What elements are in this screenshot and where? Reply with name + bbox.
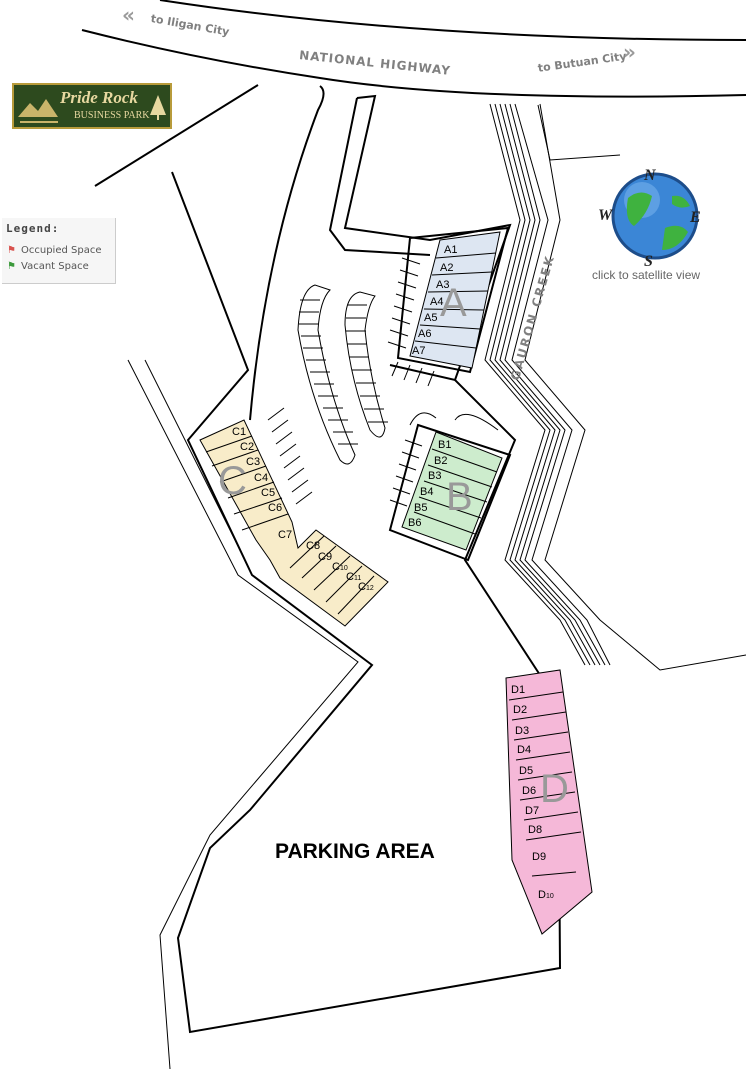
unit-d7[interactable]: D7 — [525, 805, 539, 817]
unit-c4[interactable]: C4 — [254, 472, 268, 484]
legend-occupied: ⚑Occupied Space — [7, 245, 102, 256]
unit-b3[interactable]: B3 — [428, 470, 441, 482]
unit-a1[interactable]: A1 — [444, 244, 457, 256]
unit-c12[interactable]: C12 — [358, 581, 374, 593]
logo-subtitle: BUSINESS PARK — [74, 110, 150, 121]
ne-building — [537, 104, 621, 161]
west-lot-boundary — [94, 84, 259, 187]
logo-title: Pride Rock — [60, 88, 138, 107]
unit-c5[interactable]: C5 — [261, 487, 275, 499]
zone-a-dividers — [414, 252, 497, 349]
zone-d-units: D1 D2 D3 D4 D5 D6 D7 D8 D9 D10 — [511, 684, 554, 901]
legend-title: Legend: — [6, 222, 60, 235]
unit-d3[interactable]: D3 — [515, 725, 529, 737]
compass-s: S — [644, 253, 653, 270]
zone-c-units: C1 C2 C3 C4 C5 C6 C7 C8 C9 C10 C11 C12 — [232, 426, 374, 593]
unit-d8[interactable]: D8 — [528, 824, 542, 836]
zone-a-units: A1 A2 A3 A4 A5 A6 A7 — [412, 244, 457, 357]
parking-area-label: PARKING AREA — [275, 840, 435, 863]
unit-c3[interactable]: C3 — [246, 456, 260, 468]
zone-d-dividers — [508, 691, 582, 877]
zone-c-dividers — [205, 435, 375, 615]
unit-c2[interactable]: C2 — [240, 441, 254, 453]
unit-c11[interactable]: C11 — [346, 571, 361, 583]
compass-e: E — [689, 209, 701, 226]
west-inner-road — [171, 171, 562, 1034]
zone-a — [409, 231, 501, 369]
west-outer-road — [127, 359, 359, 1069]
zone-b-dividers — [413, 448, 498, 535]
highway-south-edge — [81, 29, 746, 98]
satellite-view-link[interactable] — [590, 160, 720, 285]
tree-logo-icon — [150, 95, 166, 120]
west-outer-road-2 — [144, 359, 246, 561]
legend-vacant: ⚑Vacant Space — [7, 261, 89, 272]
zone-c-letter: C — [218, 459, 247, 503]
unit-a5[interactable]: A5 — [424, 312, 437, 324]
compass-n: N — [643, 167, 657, 184]
unit-d4[interactable]: D4 — [517, 744, 531, 756]
red-flag-icon: ⚑ — [7, 245, 16, 256]
butuan-arrow-icon[interactable]: » — [623, 40, 636, 64]
unit-b5[interactable]: B5 — [414, 502, 427, 514]
unit-a7[interactable]: A7 — [412, 345, 425, 357]
zone-b — [401, 431, 503, 551]
unit-a6[interactable]: A6 — [418, 328, 431, 340]
satellite-view-caption[interactable]: click to satellite view — [592, 268, 701, 282]
compass-w: W — [598, 207, 614, 224]
unit-c6[interactable]: C6 — [268, 502, 282, 514]
iligan-arrow-icon[interactable]: « — [122, 3, 135, 27]
unit-c9[interactable]: C9 — [318, 551, 332, 563]
gauron-creek — [484, 103, 746, 671]
unit-b4[interactable]: B4 — [420, 486, 433, 498]
zone-d-letter: D — [540, 767, 569, 811]
unit-a3[interactable]: A3 — [436, 279, 449, 291]
pride-rock-logo[interactable]: Pride Rock BUSINESS PARK — [12, 83, 172, 129]
highway-north-edge — [159, 0, 746, 41]
green-flag-icon: ⚑ — [7, 261, 16, 272]
globe-icon[interactable]: N E S W — [598, 167, 701, 270]
zone-a-outer — [396, 226, 510, 374]
entrance-road-west — [249, 85, 325, 421]
unit-d10[interactable]: D10 — [538, 889, 554, 901]
central-road — [454, 379, 541, 676]
zone-d — [505, 669, 593, 935]
parking-stalls-curved — [267, 257, 435, 507]
unit-b6[interactable]: B6 — [408, 517, 421, 529]
zone-b-letter: B — [446, 475, 473, 519]
unit-d6[interactable]: D6 — [522, 785, 536, 797]
entrance-road-east-2 — [328, 97, 431, 256]
unit-c8[interactable]: C8 — [306, 540, 320, 552]
unit-a2[interactable]: A2 — [440, 262, 453, 274]
unit-c1[interactable]: C1 — [232, 426, 246, 438]
unit-a4[interactable]: A4 — [430, 296, 443, 308]
unit-d1[interactable]: D1 — [511, 684, 525, 696]
zone-a-letter: A — [440, 281, 467, 325]
b-entrance — [409, 412, 499, 431]
unit-b1[interactable]: B1 — [438, 439, 451, 451]
zone-b-outer — [388, 423, 512, 562]
unit-b2[interactable]: B2 — [434, 455, 447, 467]
zone-c — [199, 419, 389, 627]
unit-d2[interactable]: D2 — [513, 704, 527, 716]
unit-d5[interactable]: D5 — [519, 765, 533, 777]
legend-panel: Legend: ⚑Occupied Space ⚑Vacant Space — [2, 218, 116, 284]
zone-b-units: B1 B2 B3 B4 B5 B6 — [408, 439, 451, 529]
unit-d9[interactable]: D9 — [532, 851, 546, 863]
unit-c10[interactable]: C10 — [332, 561, 348, 573]
parking-island-mid — [344, 291, 386, 438]
mountain-logo-icon — [18, 99, 58, 123]
unit-c7[interactable]: C7 — [278, 529, 292, 541]
parking-island-west — [297, 284, 356, 465]
